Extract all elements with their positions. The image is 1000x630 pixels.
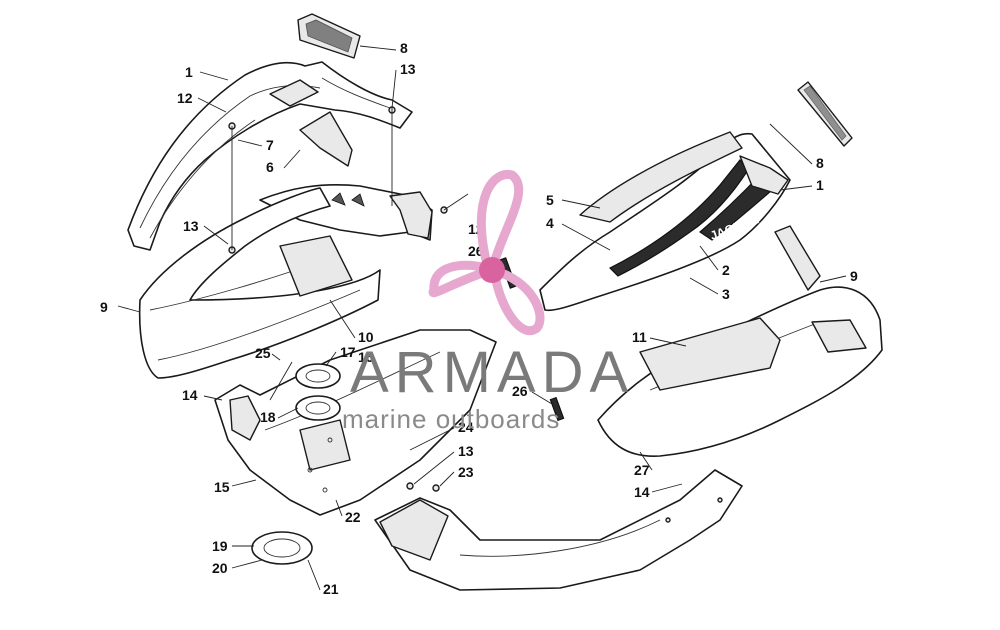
callout-21: 21 [323, 581, 339, 597]
hood-part [127, 61, 413, 251]
callout-8: 8 [400, 40, 408, 56]
callout-9: 9 [850, 268, 858, 284]
callout-6: 6 [266, 159, 274, 175]
callout-19: 19 [212, 538, 228, 554]
callout-10: 10 [358, 329, 374, 345]
gasket-part [295, 363, 341, 421]
callout-16: 16 [358, 349, 374, 365]
callout-1: 1 [816, 177, 824, 193]
watermark-tagline: marine outboards [342, 404, 560, 434]
callout-26: 26 [512, 383, 528, 399]
callout-13: 13 [183, 218, 199, 234]
bracket-part [299, 111, 353, 167]
grille-part [297, 13, 361, 59]
console-part [579, 131, 743, 223]
leader-lines [117, 45, 847, 591]
watermark-brand: ARMADA [350, 340, 634, 405]
callout-15: 15 [214, 479, 230, 495]
duct-ring-part [251, 531, 313, 565]
hood-right-part: JAGUAR [539, 132, 791, 312]
callout-25: 25 [255, 345, 271, 361]
bottom-pan-part [374, 469, 743, 591]
callout-14: 14 [634, 484, 650, 500]
callout-27: 27 [634, 462, 650, 478]
side-panel-part [138, 187, 381, 379]
side-panel-right-part [639, 317, 781, 391]
callout-2: 2 [722, 262, 730, 278]
callout-9: 9 [100, 299, 108, 315]
watermark: ARMADA marine outboards [342, 170, 634, 434]
callout-20: 20 [212, 560, 228, 576]
grille-right-part [797, 81, 853, 147]
support-bracket-part [214, 329, 497, 516]
callout-1: 1 [185, 64, 193, 80]
callout-4: 4 [546, 215, 554, 231]
callout-18: 18 [260, 409, 276, 425]
callout-8: 8 [816, 155, 824, 171]
callout-11: 11 [632, 329, 647, 345]
callout-17: 17 [340, 344, 356, 360]
callout-12: 12 [177, 90, 193, 106]
propeller-logo-icon [428, 170, 545, 335]
callout-3: 3 [722, 286, 730, 302]
callout-13: 13 [458, 443, 474, 459]
callout-13: 13 [400, 61, 416, 77]
callout-22: 22 [345, 509, 361, 525]
callout-7: 7 [266, 137, 274, 153]
callout-5: 5 [546, 192, 554, 208]
callout-23: 23 [458, 464, 474, 480]
callout-14: 14 [182, 387, 198, 403]
callout-24: 24 [458, 419, 474, 435]
